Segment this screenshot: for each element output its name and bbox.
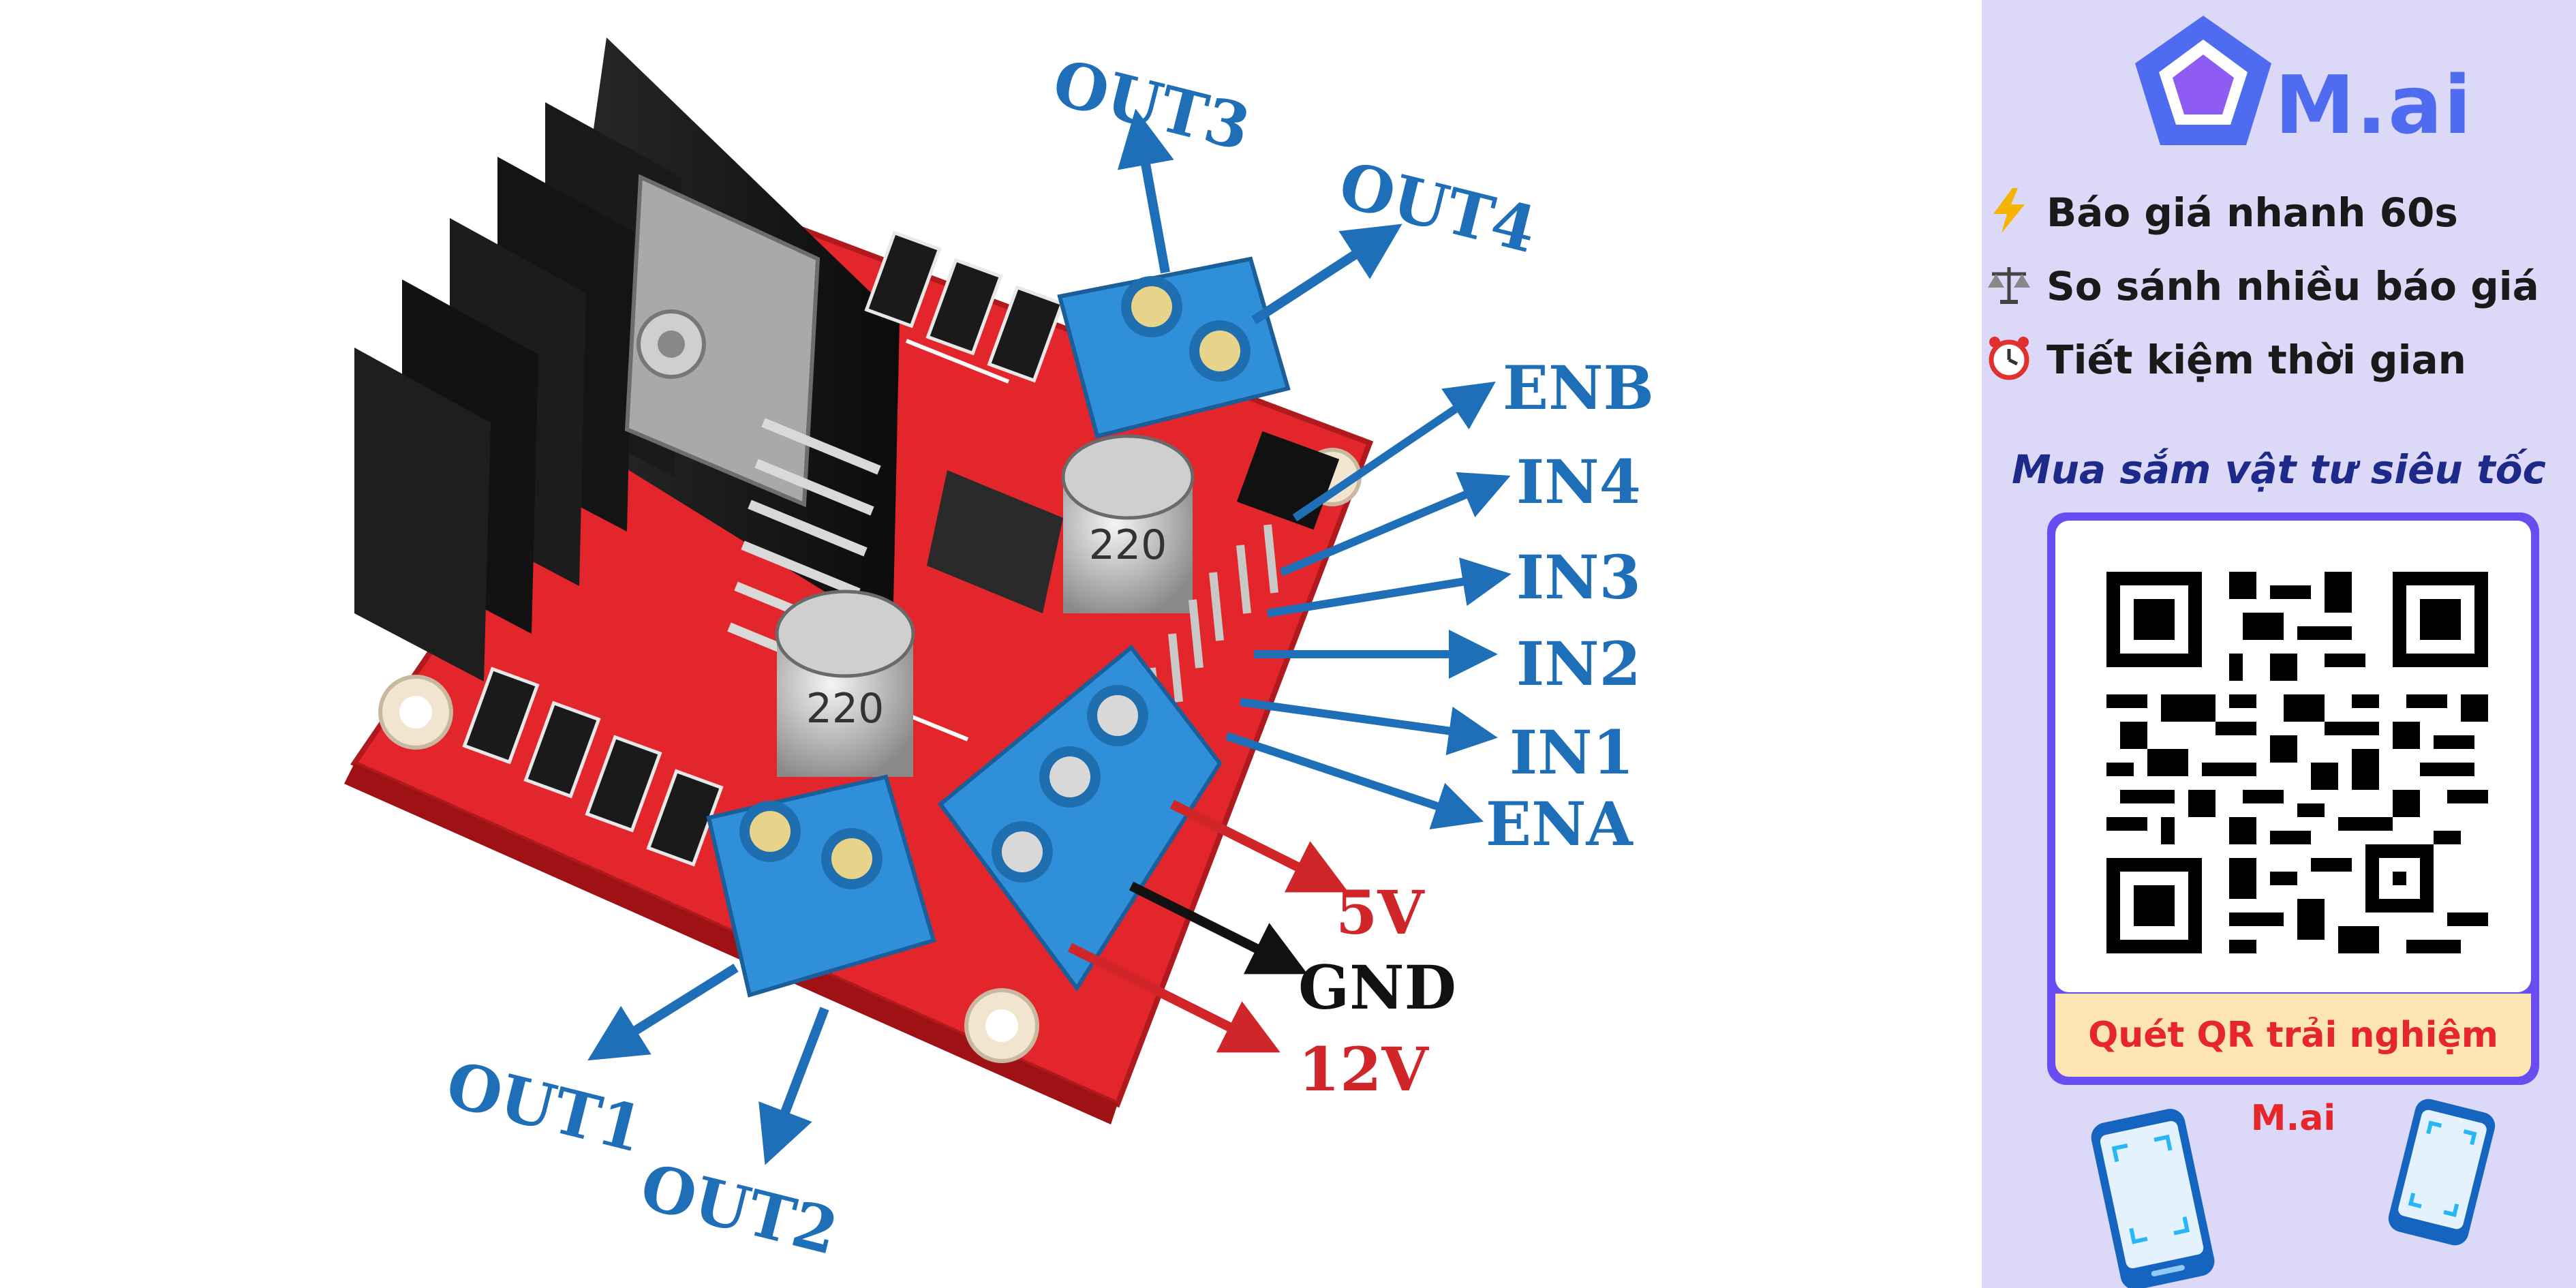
feature-item: So sánh nhiều báo giá [1988,263,2539,309]
label-in3: IN3 [1516,542,1641,613]
feature-text: Tiết kiệm thời gian [2046,337,2466,383]
diodes [462,230,1064,867]
brand-name: M.ai [2275,58,2473,152]
arrow-gnd [1129,881,1308,975]
arrow-out1 [587,964,739,1061]
arrow-enb [1292,381,1496,521]
label-in4: IN4 [1516,446,1641,517]
label-in1: IN1 [1509,717,1634,788]
arrow-in4 [1279,472,1511,577]
terminal-block-out1-out2 [706,774,936,998]
qr-caption: Quét QR trải nghiệm M.ai [2055,994,2531,1139]
capacitor-right: 220 [1061,434,1195,613]
feature-text: Báo giá nhanh 60s [2046,189,2458,236]
label-out3: OUT3 [1046,46,1257,166]
phone-scan-icon [2091,1109,2215,1288]
arrow-out2 [758,1007,829,1165]
arrow-in1 [1240,698,1498,756]
qr-code-icon[interactable] [2106,572,2488,953]
terminal-block-out3-out4 [1057,256,1291,439]
capacitor-label: 220 [1089,521,1167,569]
l298n-module-diagram: 220 220 [344,37,1654,1270]
arrow-in3 [1267,557,1512,617]
heatsink [354,37,900,681]
voltage-regulator [927,470,1063,613]
qr-code-box [2055,521,2531,992]
lightning-icon [1993,188,2025,233]
ad-panel: M.ai Báo giá nhanh 60s So sánh nhiều báo… [1982,0,2576,1288]
arrow-5v [1169,799,1349,893]
label-5v: 5V [1336,877,1425,948]
diagram-area: 220 220 [344,37,1654,1270]
terminal-block-power [937,644,1223,992]
label-12v: 12V [1298,1034,1429,1105]
arrow-out3 [1117,108,1174,274]
feature-item: Báo giá nhanh 60s [1993,188,2458,236]
label-out2: OUT2 [634,1150,845,1270]
arrow-12v [1067,942,1281,1053]
label-ena: ENA [1486,788,1634,859]
mai-logo-icon [2135,16,2271,145]
label-in2: IN2 [1516,628,1641,699]
capacitor-left: 220 [775,589,915,777]
label-enb: ENB [1503,352,1654,423]
feature-item: Tiết kiệm thời gian [1989,337,2466,383]
capacitor-label: 220 [806,685,885,733]
tagline: Mua sắm vật tư siêu tốc [2012,446,2546,493]
arrow-out4 [1251,224,1402,324]
feature-text: So sánh nhiều báo giá [2046,263,2539,309]
label-gnd: GND [1298,952,1456,1023]
scale-icon [1988,267,2030,304]
phone-scan-icon [2388,1099,2496,1246]
label-out1: OUT1 [440,1047,651,1167]
arrow-ena [1225,732,1484,830]
qr-card[interactable]: Quét QR trải nghiệm M.ai [2047,512,2539,1139]
alarm-clock-icon [1989,337,2029,380]
